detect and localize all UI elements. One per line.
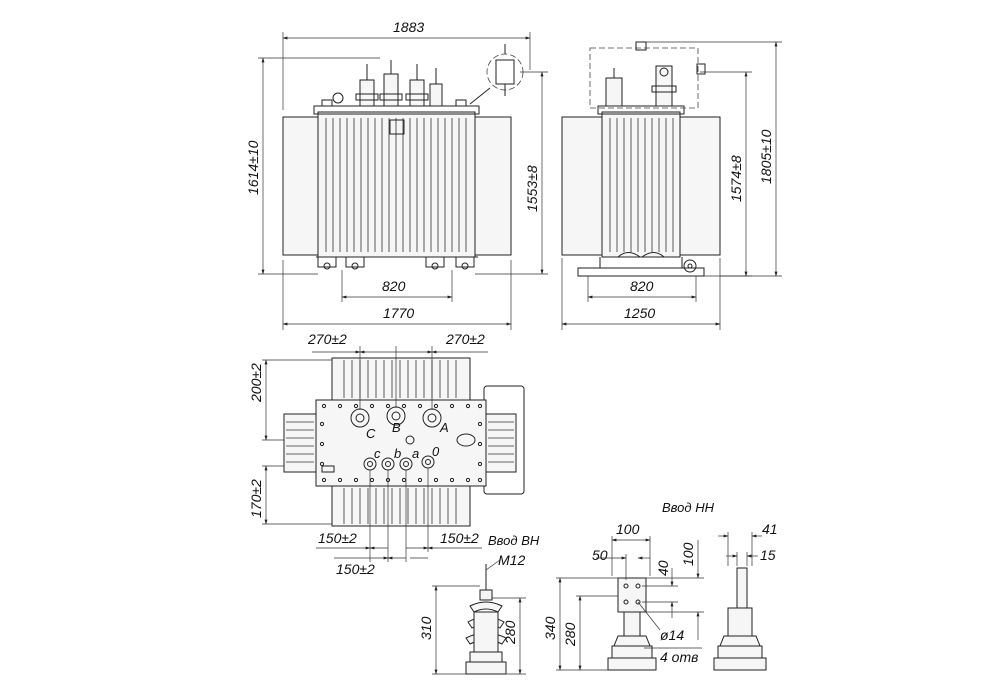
side-tank bbox=[601, 111, 681, 258]
label-lv-a: a bbox=[412, 446, 419, 461]
label-lv-c: c bbox=[374, 446, 381, 461]
dim-hv-310: 310 bbox=[418, 616, 434, 640]
plan-view: C B A c b a 0 bbox=[283, 357, 525, 527]
plan-bottom-radiator bbox=[331, 485, 471, 527]
label-hv-c: C bbox=[366, 426, 376, 441]
dim-1770: 1770 bbox=[383, 305, 414, 321]
plan-right-radiator bbox=[485, 413, 517, 473]
dim-1574: 1574±8 bbox=[728, 155, 744, 202]
side-view bbox=[561, 41, 721, 277]
front-tank bbox=[317, 111, 476, 258]
dim-1805: 1805±10 bbox=[758, 129, 774, 184]
front-view bbox=[282, 44, 524, 270]
front-cooling-fins bbox=[325, 118, 467, 252]
label-hv-a: A bbox=[439, 420, 449, 435]
dim-lv-280: 280 bbox=[562, 622, 578, 647]
side-left-radiator bbox=[561, 116, 603, 256]
dim-m12: M12 bbox=[498, 552, 525, 568]
dim-1250: 1250 bbox=[624, 305, 655, 321]
dim-front-820: 820 bbox=[382, 278, 406, 294]
side-dimensions: 1574±8 1805±10 820 1250 bbox=[561, 41, 782, 330]
front-right-radiator bbox=[474, 116, 512, 256]
front-left-radiator bbox=[282, 116, 320, 256]
dim-lv-dia14: ø14 bbox=[660, 627, 684, 643]
dim-1883: 1883 bbox=[393, 19, 424, 35]
dim-plan-150-left: 150±2 bbox=[318, 530, 357, 546]
plan-top-radiator bbox=[331, 357, 471, 401]
side-right-radiator bbox=[679, 116, 721, 256]
dim-side-820: 820 bbox=[630, 278, 654, 294]
dim-plan-150-right: 150±2 bbox=[440, 530, 479, 546]
hv-bushing-title: Ввод ВН bbox=[488, 533, 540, 548]
front-conservator bbox=[469, 44, 524, 105]
dim-lv-4holes: 4 отв bbox=[660, 649, 698, 665]
dim-1614: 1614±10 bbox=[245, 140, 261, 195]
dim-lv-41: 41 bbox=[762, 521, 778, 537]
front-dimensions: 1883 1614±10 1553±8 820 1770 bbox=[245, 19, 548, 330]
dim-plan-270-right: 270±2 bbox=[445, 331, 485, 347]
dim-plan-200: 200±2 bbox=[248, 363, 264, 403]
dim-plan-270-left: 270±2 bbox=[307, 331, 347, 347]
label-hv-b: B bbox=[392, 420, 401, 435]
dim-lv-100-vertical: 100 bbox=[680, 542, 696, 566]
label-lv-0: 0 bbox=[432, 444, 440, 459]
plan-dimensions: 270±2 270±2 200±2 170±2 150±2 150±2 150±… bbox=[248, 331, 488, 577]
lv-bushing-title: Ввод НН bbox=[662, 500, 715, 515]
dim-1553: 1553±8 bbox=[524, 165, 540, 212]
plan-left-radiator bbox=[283, 413, 317, 473]
dim-lv-340: 340 bbox=[542, 616, 558, 640]
dim-lv-50: 50 bbox=[592, 547, 608, 563]
dim-lv-100-width: 100 bbox=[616, 521, 640, 537]
dim-lv-40: 40 bbox=[655, 560, 671, 576]
side-conservator bbox=[589, 47, 699, 109]
dim-lv-15: 15 bbox=[760, 547, 776, 563]
plan-cover bbox=[315, 399, 487, 487]
front-bushings bbox=[355, 60, 443, 107]
dim-plan-150-center: 150±2 bbox=[336, 561, 375, 577]
lv-bushing-detail: Ввод НН 100 50 40 100 ø14 4 отв bbox=[542, 500, 778, 671]
dim-plan-170: 170±2 bbox=[248, 479, 264, 518]
hv-bushing-detail: Ввод ВН M12 310 280 bbox=[418, 533, 540, 675]
dim-hv-280: 280 bbox=[502, 620, 518, 645]
side-cooling-fins bbox=[609, 118, 674, 252]
label-lv-b: b bbox=[394, 446, 401, 461]
lv-flag-side bbox=[736, 567, 748, 613]
